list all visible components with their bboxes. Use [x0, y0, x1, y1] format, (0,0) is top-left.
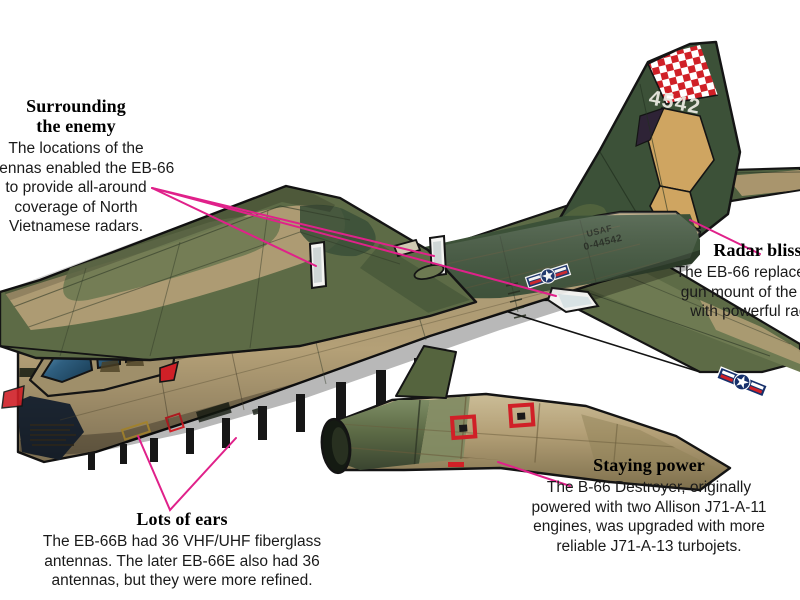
callout-lots-of-ears: Lots of ears The EB-66B had 36 VHF/UHF f…	[22, 509, 342, 591]
nacelle-red-markings	[448, 402, 536, 467]
callout-staying-power: Staying power The B-66 Destroyer, origin…	[505, 455, 793, 556]
callout-body: The EB-66 replaced the gun mount of the …	[675, 264, 800, 320]
leader-surrounding-2	[151, 187, 435, 257]
callout-body: The EB-66B had 36 VHF/UHF fiberglass ant…	[42, 533, 322, 589]
callout-surrounding-the-enemy: Surrounding the enemy The locations of t…	[0, 96, 182, 237]
callout-radar-bliss: Radar bliss The EB-66 replaced the gun m…	[655, 240, 800, 322]
leader-radar	[689, 219, 761, 255]
callout-body: The B-66 Destroyer, originally powered w…	[531, 479, 767, 555]
callout-heading: Lots of ears	[136, 509, 228, 529]
callout-heading: Staying power	[593, 455, 705, 475]
leader-lines	[137, 187, 761, 512]
engine-pylon	[395, 345, 457, 399]
leader-staying-power	[497, 461, 571, 487]
callout-body: The locations of the antennas enabled th…	[0, 140, 175, 235]
antenna-fairing-1	[308, 240, 328, 290]
leader-ears	[137, 435, 237, 512]
callout-heading: Radar bliss	[713, 240, 800, 260]
engine-nacelle	[320, 345, 732, 492]
wing-national-insignia	[715, 366, 769, 398]
leader-surrounding-1	[151, 187, 317, 267]
nose-red-marking	[159, 360, 180, 383]
callout-heading: Surrounding the enemy	[26, 96, 126, 136]
leader-surrounding-3	[151, 187, 557, 297]
antenna-fairing-4-oval	[413, 264, 445, 280]
